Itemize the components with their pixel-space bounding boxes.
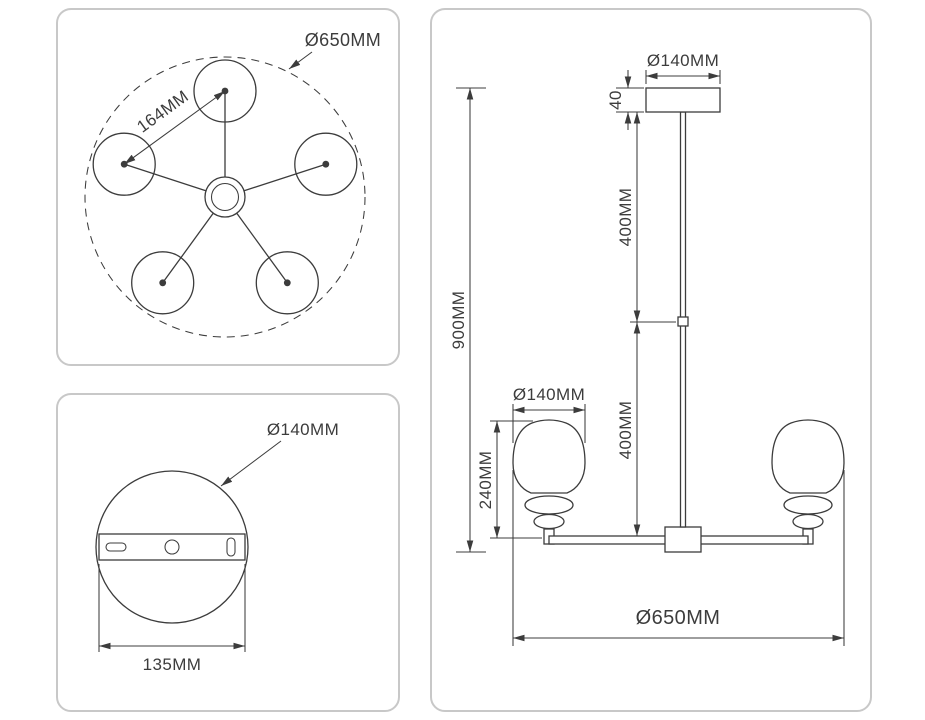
mounting-slot-left	[105, 542, 127, 552]
dim-label-bracket-width: 135MM	[143, 655, 202, 674]
dim-arm-pitch: 164MM	[123, 87, 226, 165]
dim-overall-width: Ø650MM	[512, 470, 845, 646]
mounting-bracket	[98, 533, 246, 561]
hub-inner-circle	[210, 182, 240, 212]
dim-label-total-height: 900MM	[449, 291, 468, 350]
side-view: Ø140MM 40 400MM 400MM 900MM	[449, 51, 845, 646]
shade-circle	[255, 251, 319, 315]
lamp-shade	[512, 419, 586, 530]
dim-canopy-height: 40	[606, 70, 644, 130]
leader-line	[220, 440, 282, 487]
dim-lower-rod: 400MM	[616, 322, 641, 536]
dim-shade-height: 240MM	[476, 420, 542, 539]
top-view-panel-border	[56, 8, 400, 366]
dim-label-overall-diameter: Ø650MM	[305, 30, 381, 50]
rod-joint	[677, 316, 689, 327]
dim-label-shade-diameter: Ø140MM	[513, 385, 585, 404]
dim-plate-diameter: Ø140MM	[220, 420, 339, 487]
dim-label-lower-rod: 400MM	[616, 401, 635, 460]
lamp-shade	[771, 419, 845, 530]
shade-body	[512, 419, 586, 494]
dim-label-canopy-height: 40	[606, 90, 625, 110]
shade-center-dot	[322, 160, 330, 168]
leader-line	[288, 51, 313, 70]
dim-label-canopy-diameter: Ø140MM	[647, 51, 719, 70]
shade-disc-large	[524, 495, 574, 515]
mount-view: Ø140MM 135MM	[95, 420, 339, 674]
hub-body	[664, 526, 702, 553]
center-hole	[164, 539, 180, 555]
canopy-plate-circle	[95, 470, 249, 624]
side-view-panel-border	[430, 8, 872, 712]
dim-upper-rod: 400MM	[616, 112, 676, 323]
shade-disc-small	[533, 513, 565, 530]
dim-bracket-width: 135MM	[98, 564, 246, 674]
shade-circle	[131, 251, 195, 315]
dim-label-upper-rod: 400MM	[616, 188, 635, 247]
dim-total-height: 900MM	[449, 87, 486, 553]
shade-center-dot	[159, 279, 167, 287]
dim-top-overall-diameter: Ø650MM	[288, 30, 381, 70]
ceiling-canopy	[645, 87, 721, 113]
dim-canopy-diameter: Ø140MM	[645, 51, 721, 84]
shade-center-dot	[120, 160, 128, 168]
mount-view-panel-border	[56, 393, 400, 712]
dim-label-shade-height: 240MM	[476, 451, 495, 510]
dim-label-plate-diameter: Ø140MM	[267, 420, 339, 439]
shade-center-dot	[283, 279, 291, 287]
dim-shade-diameter: Ø140MM	[512, 385, 586, 443]
dim-label-overall-width: Ø650MM	[636, 607, 721, 629]
shade-circle	[294, 132, 358, 196]
hub-circle	[204, 176, 246, 218]
overall-diameter-dashed-circle	[84, 56, 366, 338]
dim-label-arm-pitch: 164MM	[133, 87, 192, 137]
dimension-line	[123, 90, 226, 165]
top-view: Ø650MM 164MM	[84, 30, 381, 338]
mounting-slot-right	[226, 537, 236, 557]
